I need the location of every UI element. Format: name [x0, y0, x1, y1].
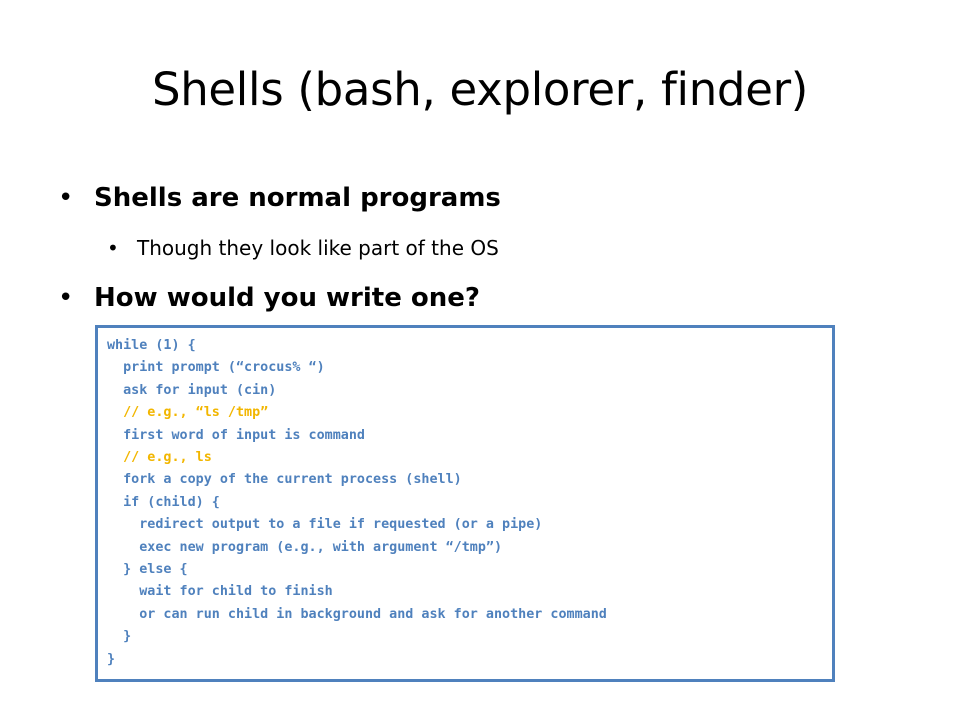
code-listing: while (1) { print prompt (“crocus% “) as… — [107, 335, 607, 671]
code-line: while (1) { — [107, 338, 196, 353]
bullet-how-would-you-write-one: • How would you write one? — [58, 280, 480, 316]
code-line: ask for input (cin) — [107, 382, 277, 398]
code-line: } else { — [107, 562, 188, 578]
bullet-dot-icon: • — [58, 183, 74, 213]
code-line: exec new program (e.g., with argument “/… — [107, 539, 503, 555]
sub-bullet-look-like-os: • Though they look like part of the OS — [107, 233, 499, 263]
code-line: or can run child in background and ask f… — [107, 606, 607, 622]
bullet-shells-are-normal-programs: • Shells are normal programs — [58, 180, 501, 216]
bullet-text: Though they look like part of the OS — [137, 236, 499, 260]
code-line: first word of input is command — [107, 427, 365, 443]
code-line: if (child) { — [107, 494, 220, 510]
code-line: wait for child to finish — [107, 584, 333, 600]
bullet-text: Shells are normal programs — [94, 183, 501, 213]
slide-title: Shells (bash, explorer, finder) — [151, 63, 809, 116]
code-line: } — [107, 629, 132, 645]
bullet-text: How would you write one? — [94, 283, 480, 313]
code-comment-line: // e.g., “ls /tmp” — [107, 405, 269, 421]
bullet-dot-icon: • — [107, 236, 119, 260]
code-line: print prompt (“crocus% “) — [107, 360, 325, 376]
code-comment-line: // e.g., ls — [107, 450, 212, 466]
code-line: fork a copy of the current process (shel… — [107, 472, 462, 488]
bullet-dot-icon: • — [58, 283, 74, 313]
code-box: while (1) { print prompt (“crocus% “) as… — [95, 325, 835, 682]
code-line: redirect output to a file if requested (… — [107, 517, 543, 533]
code-line: } — [107, 651, 116, 667]
